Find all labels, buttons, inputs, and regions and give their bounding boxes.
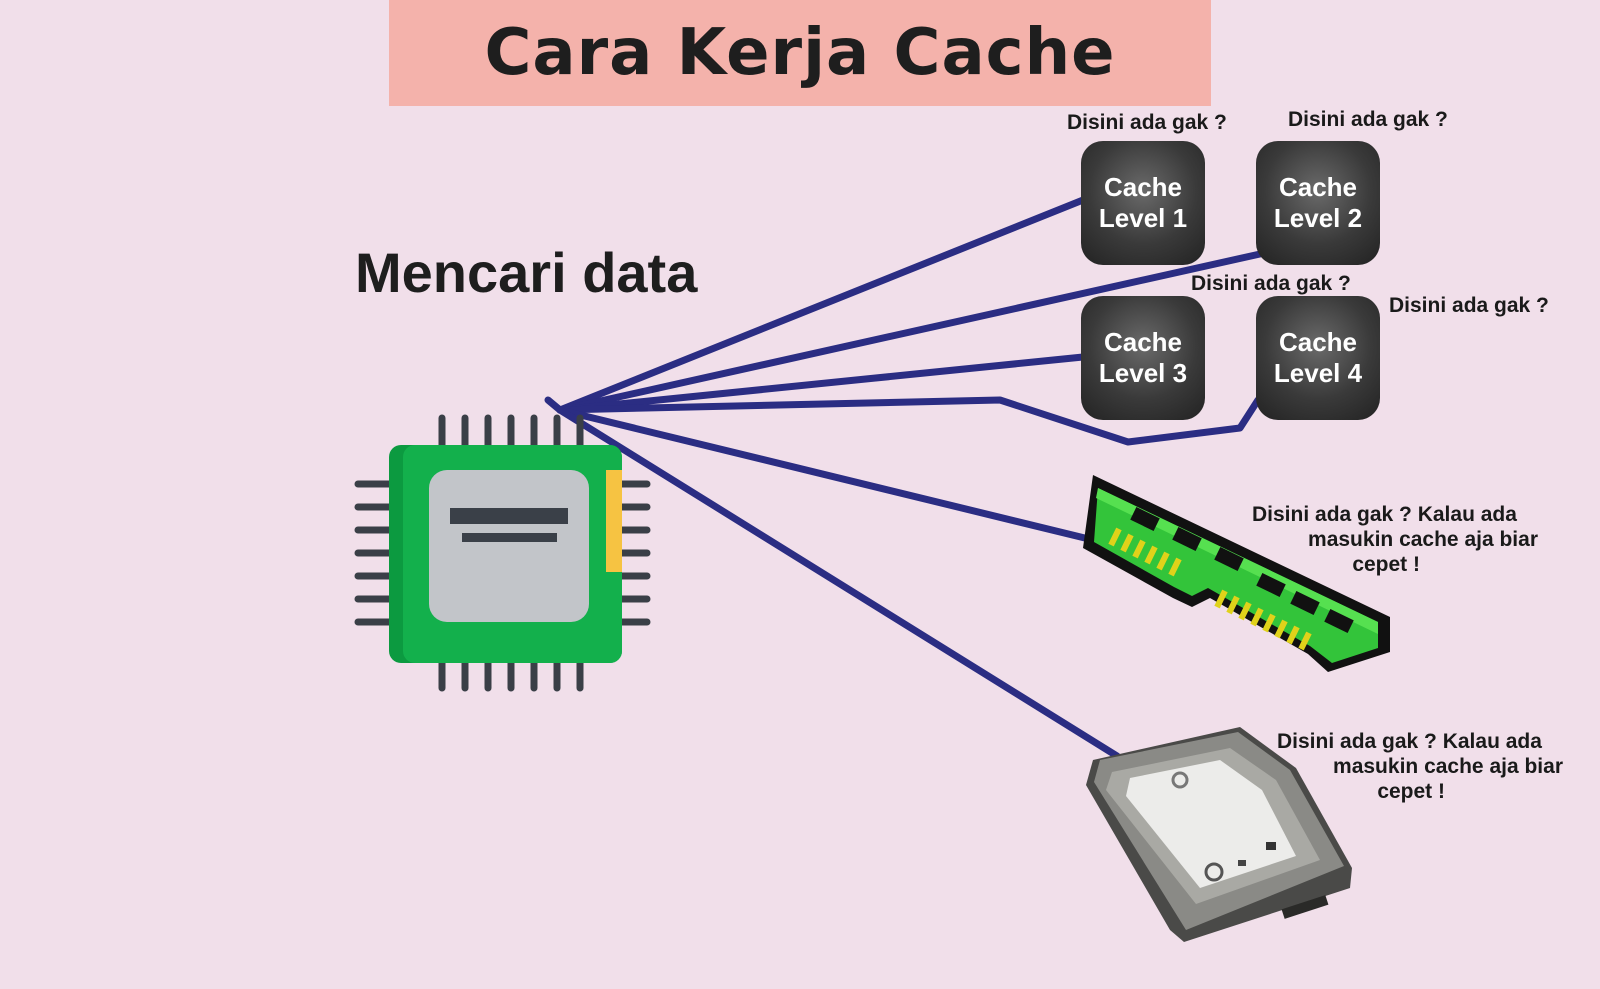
cache-level-4-line1: Cache <box>1278 327 1358 357</box>
cache-level-2-line1: Cache <box>1278 172 1358 202</box>
cache-level-1-line2: Level 1 <box>1098 203 1188 233</box>
question-hdd-line-3: cepet ! <box>1377 780 1445 803</box>
connector-ram <box>556 406 1097 544</box>
cache-level-1-line1: Cache <box>1103 172 1183 202</box>
connector-cpu-stub <box>544 396 564 414</box>
cache-level-1-box: Cache Level 1 <box>1081 141 1205 265</box>
hard-drive-icon <box>1086 727 1352 942</box>
question-hard-drive: Disini ada gak ? Kalau ada masukin cache… <box>1265 729 1563 804</box>
question-cache-level-4: Disini ada gak ? <box>1389 294 1549 317</box>
title-banner: Cara Kerja Cache <box>389 0 1211 106</box>
cache-level-2-line2: Level 2 <box>1273 203 1363 233</box>
cache-level-2-box: Cache Level 2 <box>1256 141 1380 265</box>
connector-cache-level-3 <box>556 353 1087 414</box>
question-ram: Disini ada gak ? Kalau ada masukin cache… <box>1240 502 1538 577</box>
question-ram-line-1: Disini ada gak ? Kalau ada <box>1252 503 1517 526</box>
cache-level-4-box: Cache Level 4 <box>1256 296 1380 420</box>
cpu-chip-icon <box>354 414 651 692</box>
question-cache-level-1: Disini ada gak ? <box>1067 111 1227 134</box>
connector-lines <box>544 196 1264 760</box>
cache-level-4-line2: Level 4 <box>1273 358 1363 388</box>
connector-hard-drive <box>556 406 1121 760</box>
ram-module-icon <box>1083 475 1390 672</box>
connector-cache-level-4 <box>556 396 1262 446</box>
subtitle-mencari-data: Mencari data <box>355 241 698 304</box>
cache-level-3-line1: Cache <box>1103 327 1183 357</box>
question-ram-line-2: masukin cache aja biar <box>1308 528 1538 551</box>
question-cache-level-3: Disini ada gak ? <box>1191 272 1351 295</box>
cache-level-3-box: Cache Level 3 <box>1081 296 1205 420</box>
connector-cache-level-2 <box>556 250 1264 414</box>
cache-level-3-line2: Level 3 <box>1098 358 1188 388</box>
question-hdd-line-1: Disini ada gak ? Kalau ada <box>1277 730 1542 753</box>
page-title: Cara Kerja Cache <box>484 16 1116 90</box>
connector-cache-level-1 <box>556 196 1087 414</box>
question-hdd-line-2: masukin cache aja biar <box>1333 755 1563 778</box>
question-ram-line-3: cepet ! <box>1352 553 1420 576</box>
question-cache-level-2: Disini ada gak ? <box>1288 108 1448 131</box>
